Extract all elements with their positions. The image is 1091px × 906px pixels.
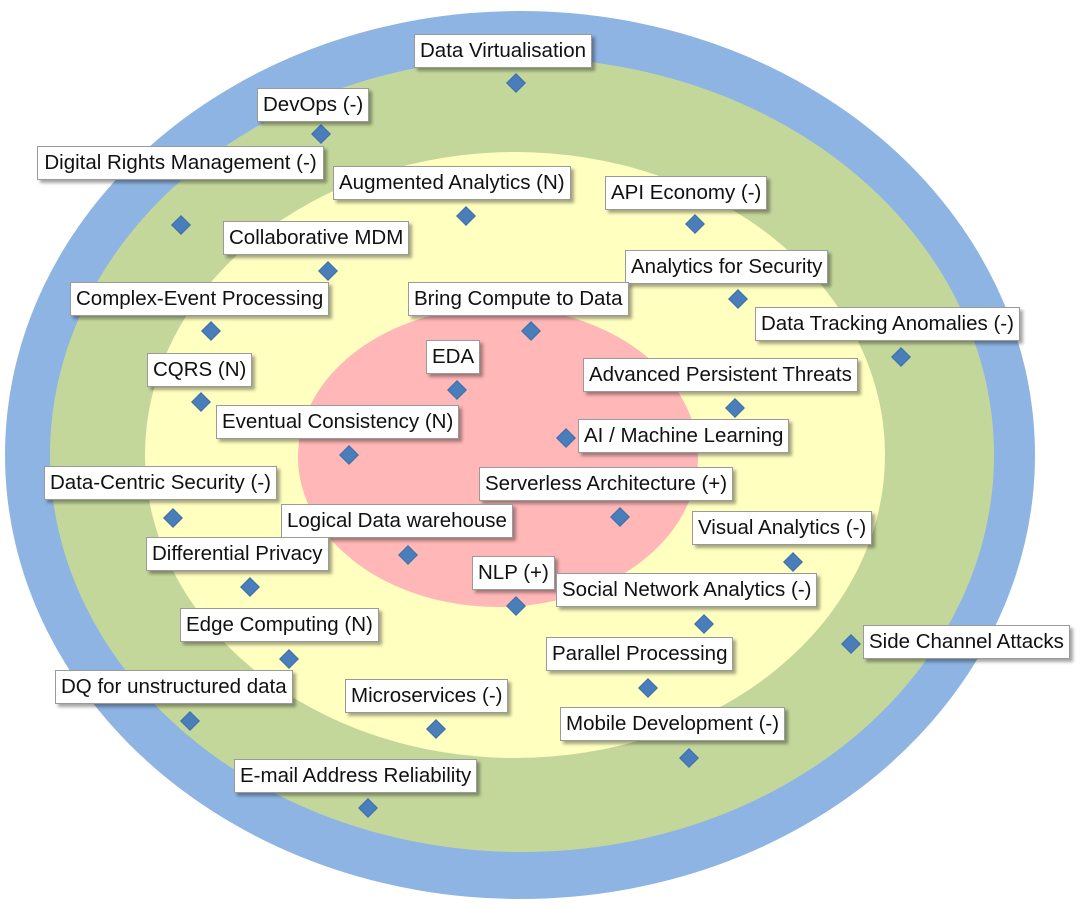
label-complex-event-processing: Complex-Event Processing <box>70 282 330 316</box>
label-data-virtualisation: Data Virtualisation <box>414 34 592 68</box>
label-serverless-architecture: Serverless Architecture (+) <box>479 467 734 501</box>
label-collaborative-mdm: Collaborative MDM <box>223 221 410 255</box>
label-edge-computing: Edge Computing (N) <box>180 608 379 642</box>
label-advanced-persistent-threats: Advanced Persistent Threats <box>583 358 858 392</box>
label-email-address-reliability: E-mail Address Reliability <box>234 759 478 793</box>
label-microservices: Microservices (-) <box>345 679 509 713</box>
label-analytics-for-security: Analytics for Security <box>625 250 829 284</box>
label-visual-analytics: Visual Analytics (-) <box>692 511 873 545</box>
label-social-network-analytics: Social Network Analytics (-) <box>556 573 818 607</box>
label-differential-privacy: Differential Privacy <box>146 537 329 571</box>
label-parallel-processing: Parallel Processing <box>546 637 734 671</box>
label-devops: DevOps (-) <box>257 88 370 122</box>
label-eventual-consistency: Eventual Consistency (N) <box>216 405 460 439</box>
label-mobile-development: Mobile Development (-) <box>560 707 786 741</box>
label-augmented-analytics: Augmented Analytics (N) <box>333 166 571 200</box>
label-api-economy: API Economy (-) <box>605 176 768 210</box>
label-ai-machine-learning: AI / Machine Learning <box>578 419 790 453</box>
label-nlp: NLP (+) <box>472 556 555 590</box>
label-data-tracking-anomalies: Data Tracking Anomalies (-) <box>755 307 1020 341</box>
label-logical-data-warehouse: Logical Data warehouse <box>281 504 513 538</box>
label-side-channel-attacks: Side Channel Attacks <box>863 625 1070 659</box>
label-dq-for-unstructured-data: DQ for unstructured data <box>55 670 293 704</box>
label-eda: EDA <box>426 340 481 374</box>
label-bring-compute-to-data: Bring Compute to Data <box>408 282 629 316</box>
label-data-centric-security: Data-Centric Security (-) <box>44 466 277 500</box>
label-cqrs: CQRS (N) <box>147 353 253 387</box>
label-digital-rights-management: Digital Rights Management (-) <box>37 146 324 180</box>
